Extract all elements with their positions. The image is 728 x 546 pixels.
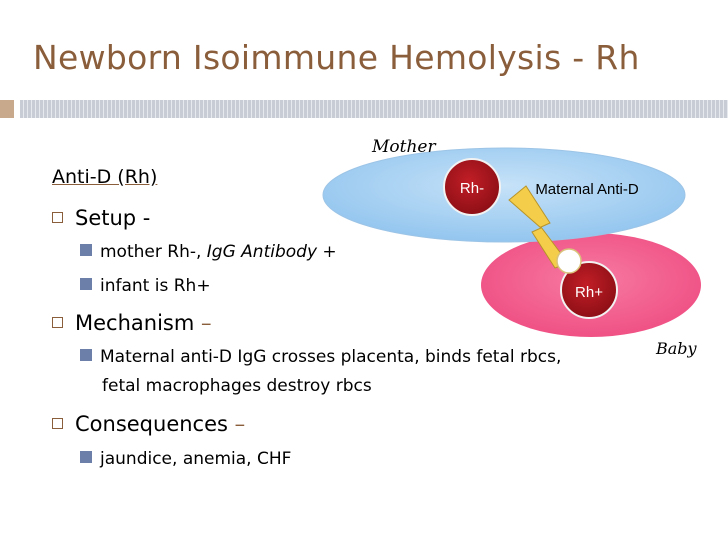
- subbullet-mother-italic: IgG Antibody: [206, 242, 317, 262]
- subbullet-jaundice-text: jaundice, anemia, CHF: [100, 449, 292, 469]
- section-heading: Anti-D (Rh): [52, 166, 158, 188]
- title-rule-stripes: [20, 100, 728, 118]
- rh-negative-cell: [443, 158, 501, 216]
- mother-label: Mother: [372, 137, 436, 157]
- subbullet-maternal-line2-row: fetal macrophages destroy rbcs: [102, 375, 372, 398]
- subbullet-mother: mother Rh-, IgG Antibody +: [80, 241, 337, 264]
- subbullet-mother-suffix: +: [317, 242, 337, 262]
- subbullet-maternal-antid: Maternal anti-D IgG crosses placenta, bi…: [80, 346, 561, 369]
- subbullet-maternal-line1: Maternal anti-D IgG crosses placenta, bi…: [100, 347, 562, 367]
- hollow-square-bullet-icon: [52, 212, 63, 223]
- title-rule: [0, 100, 728, 118]
- antibody-label: Maternal Anti-D: [535, 181, 639, 198]
- antibody-binding-site: [556, 248, 582, 274]
- filled-square-bullet-icon: [80, 278, 92, 290]
- slide-title: Newborn Isoimmune Hemolysis - Rh: [33, 38, 640, 77]
- bullet-mechanism-dash: –: [201, 311, 212, 335]
- bullet-setup: Setup -: [52, 206, 150, 230]
- subbullet-infant: infant is Rh+: [80, 275, 211, 298]
- mother-ellipse: [322, 147, 686, 243]
- hollow-square-bullet-icon: [52, 317, 63, 328]
- bullet-consequences: Consequences –: [52, 412, 245, 436]
- subbullet-maternal-line2: fetal macrophages destroy rbcs: [102, 376, 372, 396]
- hollow-square-bullet-icon: [52, 418, 63, 429]
- subbullet-infant-text: infant is Rh+: [100, 276, 211, 296]
- bullet-consequences-label: Consequences: [75, 412, 228, 436]
- bullet-setup-label: Setup -: [75, 206, 151, 230]
- filled-square-bullet-icon: [80, 451, 92, 463]
- bullet-consequences-dash: –: [234, 412, 246, 436]
- bullet-mechanism: Mechanism –: [52, 311, 212, 335]
- rh-positive-cell: [560, 261, 618, 319]
- subbullet-jaundice: jaundice, anemia, CHF: [80, 448, 291, 471]
- title-rule-gap: [14, 100, 20, 118]
- subbullet-mother-prefix: mother Rh-,: [100, 242, 207, 262]
- bullet-mechanism-label: Mechanism: [75, 311, 195, 335]
- rh-negative-label: Rh-: [460, 180, 484, 197]
- baby-label: Baby: [656, 339, 697, 358]
- filled-square-bullet-icon: [80, 349, 92, 361]
- title-rule-accent: [0, 100, 14, 118]
- filled-square-bullet-icon: [80, 244, 92, 256]
- rh-positive-label: Rh+: [575, 284, 603, 301]
